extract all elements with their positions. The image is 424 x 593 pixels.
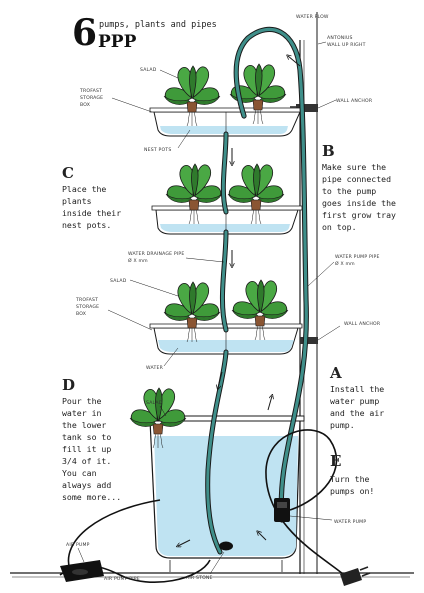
wall-anchor-mid-label: WALL ANCHOR [344,321,381,327]
step-e: E Turn the pumps on! [330,452,374,496]
step-c-letter: C [62,164,74,182]
step-d: D Pour the water in the lower tank so to… [62,376,121,502]
water-flow-label: WATER FLOW [296,14,329,20]
header-subtitle: pumps, plants and pipes [99,20,217,30]
air-pump-label: AIR PUMP [66,542,90,548]
step-a: A Install the water pump and the air pum… [329,364,389,430]
pump-pipe-label-2: Ø X mm [335,260,355,267]
air-pump-pipe-label: AIR PUMP PIPE [104,576,140,582]
step-c-text: Place the plants inside their nest pots. [62,184,126,230]
step-b-letter: B [322,142,335,160]
step-d-letter: D [62,376,75,394]
step-b-text: Make sure the pipe connected to the pump… [322,162,401,232]
step-a-letter: A [329,364,342,382]
header-acronym: PPP [98,32,137,52]
antonius-label-2: WALL UP RIGHT [327,42,366,48]
trofast-label-1-line1: TROFAST [79,88,102,94]
step-d-text: Pour the water in the lower tank so to f… [62,396,121,502]
salad-label-2: SALAD [110,278,127,284]
step-e-letter: E [330,452,341,470]
step-a-text: Install the water pump and the air pump. [330,384,389,430]
header: 6 PPP pumps, plants and pipes [72,12,217,54]
plug-icon [340,567,370,586]
wall-anchor-top-label: WALL ANCHOR [336,98,373,104]
antonius-label-1: ANTONIUS [327,35,353,41]
step-number: 6 [72,12,97,54]
wall-anchor-mid: WALL ANCHOR [300,321,381,344]
salad-label-1: SALAD [140,67,157,73]
water-label: WATER [146,365,164,371]
drainage-pipe-label-2: Ø X mm [128,257,148,264]
air-stone [219,542,233,551]
salad-label-3: SALAD [146,400,163,406]
step-e-text: Turn the pumps on! [330,474,374,496]
trofast-label-1-line3: BOX [80,102,90,108]
air-stone-label: AIR STONE [186,575,213,581]
trofast-label-2-line3: BOX [76,311,86,317]
trofast-label-2-line2: STORAGE [76,304,99,310]
pump-pipe-label-1: WATER PUMP PIPE [335,254,380,260]
step-c: C Place the plants inside their nest pot… [62,164,126,230]
air-pump [60,560,104,582]
trofast-label-2-line1: TROFAST [75,297,98,303]
nest-pots-label: NEST POTS [144,147,171,153]
water-pump-label: WATER PUMP [334,519,366,525]
drainage-pipe-label-1: WATER DRAINAGE PIPE [128,251,185,257]
trofast-label-1-line2: STORAGE [80,95,103,101]
step-b: B Make sure the pipe connected to the pu… [322,142,401,232]
